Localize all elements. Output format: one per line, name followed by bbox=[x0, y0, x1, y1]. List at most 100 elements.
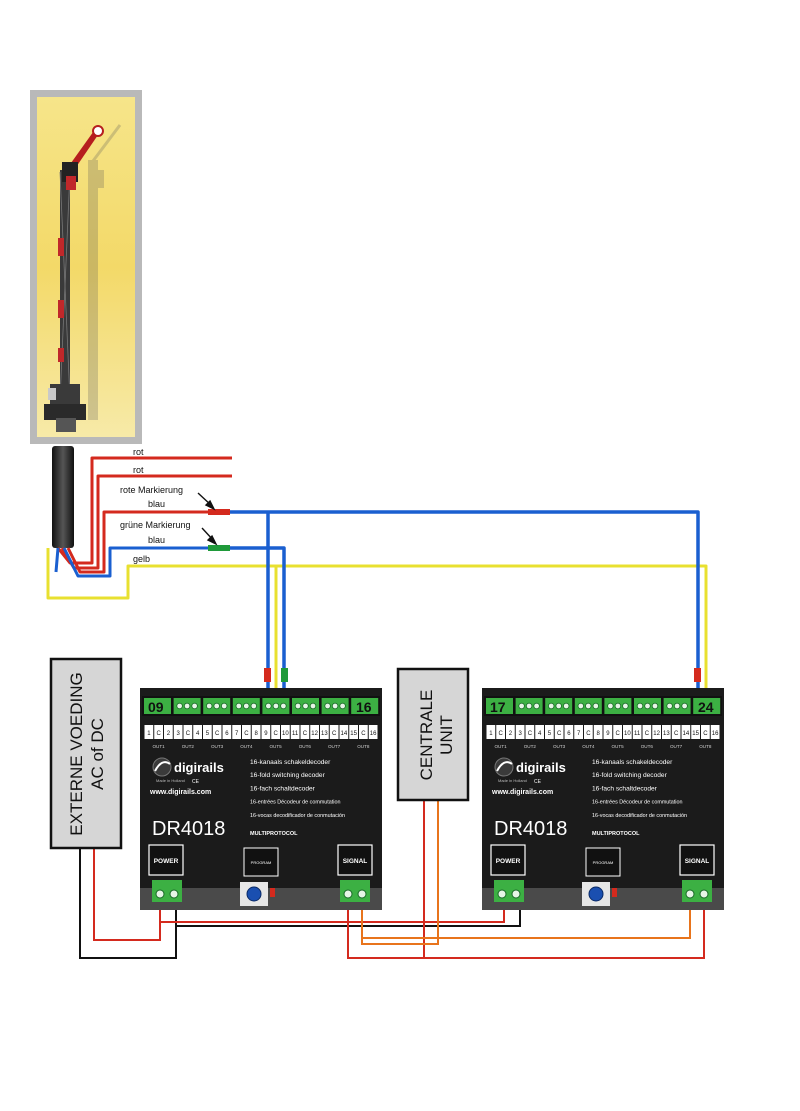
decoder-0-program-button[interactable] bbox=[246, 886, 262, 902]
central-unit-label-2: UNIT bbox=[437, 715, 456, 755]
decoder-0-description-line: 16-fold switching decoder bbox=[250, 772, 326, 779]
decoder-1-terminal-label-box bbox=[515, 725, 525, 739]
wire-label-gruene-markierung: grüne Markierung bbox=[120, 520, 191, 530]
decoder-1-screw bbox=[592, 702, 599, 710]
decoder-0-terminal-label: C bbox=[361, 731, 366, 737]
decoder-1-screw bbox=[614, 702, 622, 710]
decoder-0-terminal-label-box bbox=[212, 725, 222, 739]
decoder-0-terminal-label: 8 bbox=[254, 731, 258, 737]
decoder-0-terminal-label-box bbox=[164, 725, 173, 739]
decoder-1-terminal-label: C bbox=[703, 731, 708, 737]
decoder-0-description-line: 16-kanaals schakeldecoder bbox=[250, 759, 331, 766]
decoder-1-out-label: OUT8 bbox=[699, 744, 712, 749]
decoder-1-terminal-label-box bbox=[623, 725, 632, 739]
decoder-0-terminal-label: C bbox=[244, 731, 249, 737]
decoder-0-terminal-label-box bbox=[271, 725, 280, 739]
decoder-1-screw bbox=[673, 702, 681, 710]
decoder-0-terminal-label-box bbox=[300, 725, 310, 739]
decoder-0-terminal-label-box bbox=[261, 725, 271, 739]
external-power-supply: EXTERNE VOEDING AC of DC bbox=[49, 657, 123, 850]
decoder-1-terminal-label-box bbox=[632, 725, 642, 739]
decoder-1-terminal-block bbox=[486, 698, 513, 714]
decoder-0-screw bbox=[265, 702, 272, 710]
decoder-1-screw bbox=[681, 702, 688, 710]
decoder-0-last-number: 16 bbox=[356, 699, 372, 715]
decoder-1-screw bbox=[562, 702, 570, 710]
decoder-0-terminal-label-box bbox=[349, 725, 358, 739]
decoder-0-screw bbox=[176, 702, 183, 710]
decoder-0-terminal-label-box bbox=[203, 725, 212, 739]
decoder-1-description-line: 16-fach schaltdecoder bbox=[592, 785, 658, 792]
signal-mast bbox=[44, 125, 104, 432]
decoder-1-program-label-box bbox=[585, 847, 621, 877]
red-marker bbox=[208, 509, 230, 515]
decoder-0-terminal-strip bbox=[142, 696, 380, 716]
decoder-0-terminal-label-box bbox=[251, 725, 261, 739]
decoder-1-out-label: OUT6 bbox=[641, 744, 654, 749]
decoder-1-terminal-label: 11 bbox=[634, 731, 641, 737]
decoder-0-signal-label: SIGNAL bbox=[343, 858, 368, 865]
decoder-1-power-screw[interactable] bbox=[511, 889, 521, 899]
decoder-1-power-terminal[interactable] bbox=[494, 880, 524, 902]
decoder-0-logo bbox=[152, 757, 172, 777]
semaphore-signal-image bbox=[30, 90, 142, 444]
decoder-0-signal-terminal[interactable] bbox=[340, 880, 370, 902]
decoder-1-screw bbox=[555, 702, 562, 710]
decoder-1-out-label: OUT4 bbox=[582, 744, 595, 749]
decoder-0-terminal-label: 7 bbox=[235, 731, 239, 737]
decoder-1-screw bbox=[622, 702, 629, 710]
decoder-1-terminal-block bbox=[693, 698, 721, 714]
decoder-1-out-label: OUT7 bbox=[670, 744, 683, 749]
decoder-0-power-screw[interactable] bbox=[169, 889, 179, 899]
decoder-1-terminal-label: 9 bbox=[606, 731, 610, 737]
decoder-1-screw bbox=[644, 702, 651, 710]
decoder-0-signal-screw[interactable] bbox=[343, 889, 353, 899]
decoder-1-terminal-label-box bbox=[506, 725, 515, 739]
decoder-0-description-line: 16-vocas decodificador de conmutación bbox=[250, 813, 345, 819]
decoder-1-screw bbox=[518, 702, 525, 710]
decoder-1-signal-label-box bbox=[679, 844, 715, 876]
decoder-0-terminal-label: 10 bbox=[282, 731, 289, 737]
decoder-1-terminal-label: 8 bbox=[596, 731, 600, 737]
decoder-0-screw bbox=[294, 702, 302, 710]
decoder-0-made-in: Made in Holland bbox=[156, 778, 185, 783]
decoder-1-terminal-label: C bbox=[498, 731, 503, 737]
decoder-1-signal-label: SIGNAL bbox=[685, 858, 710, 865]
decoder-1-terminal-label: 7 bbox=[577, 731, 581, 737]
decoder-0-terminal-label: 6 bbox=[225, 731, 229, 737]
decoder-0-screw bbox=[220, 702, 228, 710]
decoder-0-terminal-label: 14 bbox=[341, 731, 348, 737]
decoder-0-signal-label-box bbox=[337, 844, 373, 876]
decoder-0-terminal-block bbox=[144, 698, 171, 714]
decoder-1-terminal-label: 10 bbox=[624, 731, 631, 737]
decoder-1-signal-screw[interactable] bbox=[699, 889, 709, 899]
decoder-0-model: DR4018 bbox=[152, 818, 225, 840]
decoder-1-last-number: 24 bbox=[698, 699, 714, 715]
decoder-1-terminal-label-box bbox=[701, 725, 710, 739]
decoder-0-terminal-label: 16 bbox=[370, 731, 377, 737]
decoder-1-terminal-label-box bbox=[554, 725, 564, 739]
decoder-1-signal-terminal[interactable] bbox=[682, 880, 712, 902]
decoder-1-program-button[interactable] bbox=[588, 886, 604, 902]
decoder-0-signal-screw[interactable] bbox=[357, 889, 367, 899]
marker-arrows bbox=[197, 492, 218, 546]
decoder-0-description-line: 16-entrées Décodeur de commutation bbox=[250, 800, 341, 806]
decoder-0-program-led bbox=[270, 888, 275, 897]
decoder-0-screw bbox=[243, 702, 250, 710]
decoder-1-terminal-label: C bbox=[674, 731, 679, 737]
decoder-1-terminal-label: 4 bbox=[538, 731, 542, 737]
decoder-0-power-terminal[interactable] bbox=[152, 880, 182, 902]
wires bbox=[46, 456, 708, 694]
decoder-1-terminal-label-box bbox=[613, 725, 622, 739]
decoder-1-power-screw[interactable] bbox=[497, 889, 507, 899]
decoder-1-brand: digirails bbox=[516, 760, 566, 775]
decoder-0-power-screw[interactable] bbox=[155, 889, 165, 899]
decoder-1-signal-screw[interactable] bbox=[685, 889, 695, 899]
decoder-0-terminal-label: 2 bbox=[167, 731, 171, 737]
decoder-0-terminal-block bbox=[351, 698, 379, 714]
red-marker-right-decoder bbox=[694, 668, 701, 682]
decoder-0-url: www.digirails.com bbox=[149, 789, 211, 796]
decoder-1-terminal-label-box bbox=[535, 725, 544, 739]
